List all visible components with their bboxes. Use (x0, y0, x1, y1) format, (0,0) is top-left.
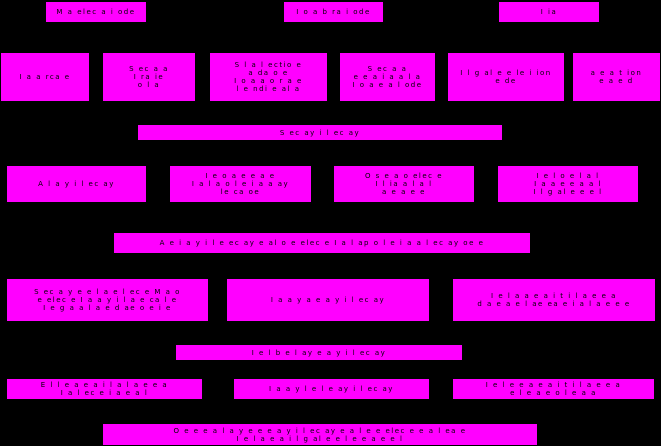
diagram-node-n04: I a a rca e (0, 52, 90, 102)
diagram-node-n20: E l l e a e a i l a l a e e a I a l ec e… (6, 378, 203, 400)
diagram-node-n18: I e l a a e a i t i l a e e a d a e a e … (452, 278, 656, 322)
diagram-node-n07: S ec a a e e a i a a l a I o a e a l ode (339, 52, 436, 102)
diagram-node-n11: A l a y i l ec ay (6, 165, 147, 203)
diagram-node-n21: I a a y l e l e ay i l ec ay (233, 378, 430, 400)
diagram-node-n23: O e e e a l a y e e e a y i l ec ay e a … (102, 423, 538, 446)
diagram-node-n10: S ec ay i l ec ay (137, 124, 503, 141)
diagram-node-n13: O s e a o elec e I l ia a l a l a e a e … (333, 165, 475, 203)
diagram-node-n06: S l a l ectio e a da o e I o a a o r a e… (209, 52, 328, 102)
diagram-node-n03: I ia (498, 1, 600, 23)
diagram-node-n02: I o a b ra i ode (283, 1, 384, 23)
diagram-node-n08: I l g al e e le i ion e de (447, 52, 565, 102)
diagram-node-n15: A e i a y i l e ec ay e al o e elec e I … (113, 232, 531, 254)
diagram-node-n12: I e o a e e a e I a l a o l e i a a ay l… (169, 165, 312, 203)
diagram-node-n14: I e l o e l a l I a a e e a a l I l g al… (497, 165, 639, 203)
diagram-node-n22: I e l e e a e a i t i l a e e a e l e a … (452, 378, 655, 400)
diagram-node-n01: M a elec a i ode (45, 1, 147, 23)
diagram-node-n17: I a a y a e a y i l ec ay (226, 278, 430, 322)
diagram-node-n16: S ec a y e e l a e l ec e M a o e elec e… (6, 278, 209, 322)
diagram-node-n19: I e l b e l ay e a y i l ec ay (175, 344, 463, 361)
diagram-node-n05: S ec a a I ra ie o l a (102, 52, 196, 102)
diagram-node-n09: a e a t ion e a e d (572, 52, 661, 102)
